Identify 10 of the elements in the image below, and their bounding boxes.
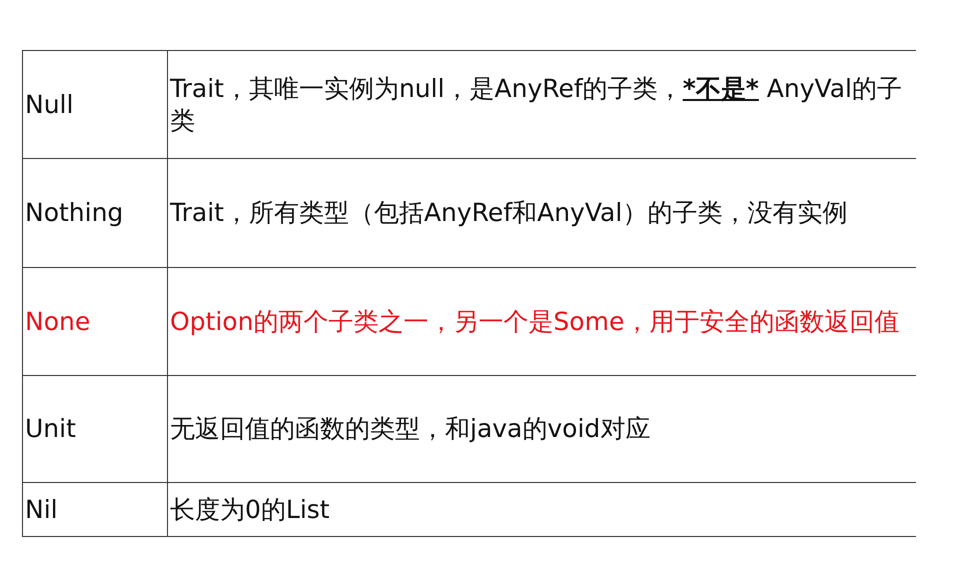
description-cell-text: Trait，所有类型（包括AnyRef和AnyVal）的子类，没有实例 [169,197,848,229]
type-name-cell: Unit [22,376,168,482]
type-name-cell: Nil [22,483,168,536]
type-name-cell: Null [22,51,168,158]
description-cell-text: Trait，其唯一实例为null，是AnyRef的子类，*不是* AnyVal的子类 [169,72,903,136]
description-cell-text: 长度为0的List [169,494,331,526]
type-name-cell: None [22,268,168,375]
type-name-cell: Nothing [22,159,168,267]
description-cell-text: 无返回值的函数的类型，和java的void对应 [169,413,652,445]
description-cell-text: Option的两个子类之一，另一个是Some，用于安全的函数返回值 [169,306,900,338]
